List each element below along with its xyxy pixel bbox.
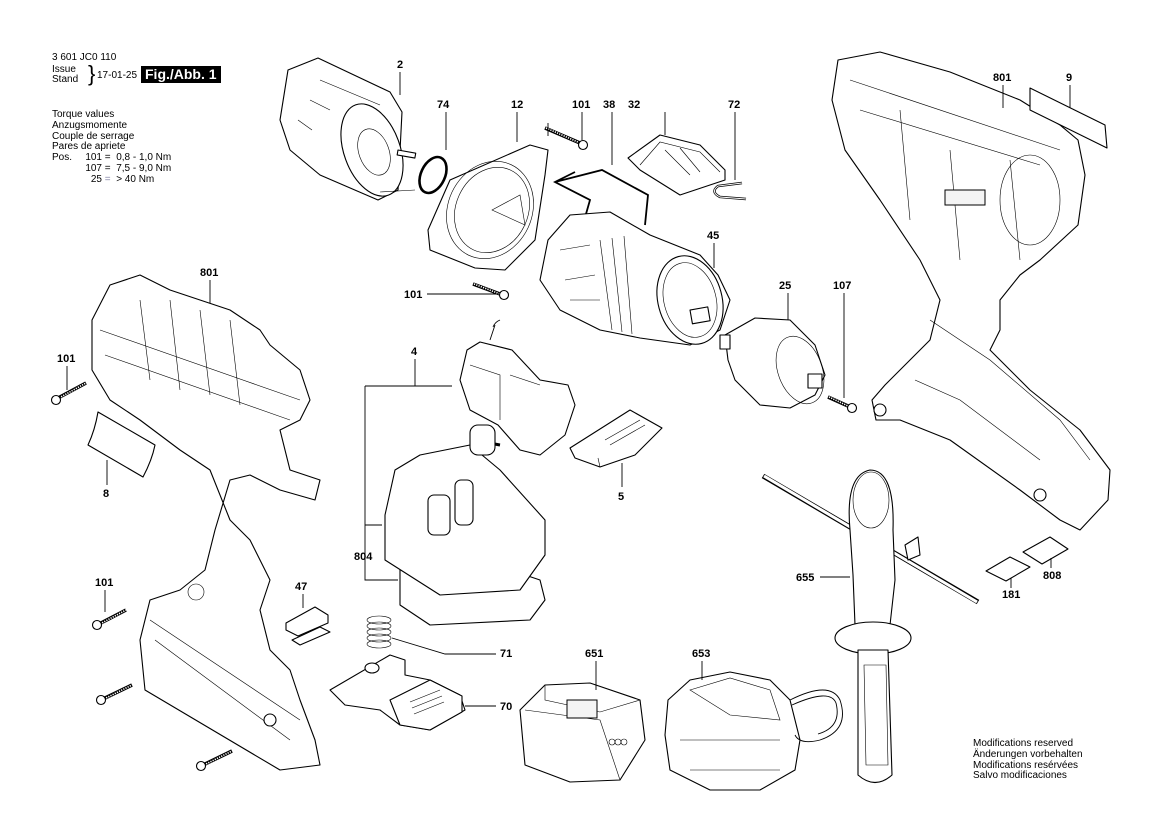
torque-value: 0,8 - 1,0 Nm <box>116 152 172 164</box>
callout-808: 808 <box>1043 570 1061 582</box>
torque-title-en: Torque values <box>52 109 115 120</box>
part-651-battery-pack[interactable] <box>519 682 646 783</box>
part-25-chuck[interactable] <box>719 317 833 410</box>
torque-pos: 101 <box>85 152 102 164</box>
torque-pos: 25 <box>90 173 102 185</box>
callout-107: 107 <box>833 280 851 292</box>
part-45-gearbox[interactable] <box>539 211 733 352</box>
callout-101: 101 <box>404 289 422 301</box>
callout-74: 74 <box>437 99 450 111</box>
issue-date: 17-01-25 <box>97 70 138 81</box>
callout-2: 2 <box>397 59 403 71</box>
bracket-line <box>364 385 452 581</box>
issue-label-de: Stand <box>52 74 79 85</box>
part-70-battery-latch[interactable] <box>329 654 466 731</box>
part-2-motor[interactable] <box>279 57 417 205</box>
callout-9: 9 <box>1066 72 1072 84</box>
torque-sep: = <box>104 152 111 164</box>
issue-label-en: Issue <box>52 64 76 75</box>
issue-label: Issue Stand <box>52 65 90 85</box>
part-72-retaining-clip[interactable] <box>713 181 747 201</box>
part-181-label[interactable] <box>985 556 1031 582</box>
part-804-electronics[interactable] <box>384 424 546 626</box>
callout-101: 101 <box>572 99 590 111</box>
torque-value: 7,5 - 9,0 Nm <box>116 162 172 174</box>
part-653-charger[interactable] <box>664 671 843 791</box>
callout-45: 45 <box>707 230 719 242</box>
modifications-notice: Modifications reserved Änderungen vorbeh… <box>973 738 1083 782</box>
modifications-fr: Modifications resérvées <box>973 759 1079 771</box>
torque-title-fr: Couple de serrage <box>52 130 135 142</box>
part-47-pad[interactable] <box>285 606 331 646</box>
callout-32: 32 <box>628 99 640 111</box>
torque-values-block: Torque values Anzugsmomente Couple de se… <box>52 109 172 186</box>
part-32-slide-switch[interactable] <box>627 134 726 196</box>
callout-25: 25 <box>779 280 791 292</box>
part-101-screw-left-upper[interactable] <box>50 381 87 406</box>
part-801-housing-right[interactable] <box>831 51 1111 531</box>
part-101-screw-top[interactable] <box>544 123 589 151</box>
callout-101: 101 <box>95 577 113 589</box>
callout-801: 801 <box>993 72 1011 84</box>
callout-5: 5 <box>618 491 624 503</box>
callout-804: 804 <box>354 551 373 563</box>
torque-row: Pos. 101 = 0,8 - 1,0 Nm <box>52 152 172 164</box>
issue-brace: } <box>88 61 96 86</box>
torque-sep: = <box>104 162 111 174</box>
callout-801: 801 <box>200 267 218 279</box>
callout-655: 655 <box>796 572 814 584</box>
part-9-label[interactable] <box>1029 87 1108 149</box>
callout-47: 47 <box>295 581 307 593</box>
torque-row: 107 = 7,5 - 9,0 Nm <box>52 162 172 175</box>
part-101-screw-mid[interactable] <box>472 282 510 301</box>
callout-101: 101 <box>57 353 75 365</box>
part-107-chuck-screw[interactable] <box>827 395 858 414</box>
part-801-housing-left[interactable] <box>91 274 321 771</box>
torque-prefix: Pos. <box>52 152 73 164</box>
callout-4: 4 <box>411 346 418 358</box>
callout-38: 38 <box>603 99 615 111</box>
callout-71: 71 <box>500 648 512 660</box>
torque-title-es: Pares de apriete <box>52 141 126 153</box>
callout-651: 651 <box>585 648 603 660</box>
torque-title-de: Anzugsmomente <box>52 119 128 131</box>
part-4-switch[interactable] <box>459 319 576 456</box>
callout-181: 181 <box>1002 589 1020 601</box>
callout-70: 70 <box>500 701 512 713</box>
part-74-o-ring[interactable] <box>414 153 452 198</box>
leader-line <box>391 637 496 655</box>
part-8-nameplate[interactable] <box>87 411 156 478</box>
part-5-rotation-selector[interactable] <box>569 409 663 468</box>
callout-653: 653 <box>692 648 710 660</box>
torque-row: 25 = > 40 Nm <box>52 173 171 186</box>
torque-sep: = <box>104 173 111 185</box>
part-655-auxiliary-handle[interactable] <box>761 469 980 784</box>
document-number: 3 601 JC0 110 <box>52 52 117 63</box>
part-808-label[interactable] <box>1022 536 1069 565</box>
part-101-screw-left-lower[interactable] <box>91 608 233 772</box>
modifications-en: Modifications reserved <box>973 738 1074 749</box>
callout-8: 8 <box>103 488 109 500</box>
modifications-es: Salvo modificaciones <box>973 770 1067 782</box>
torque-pos: 107 <box>85 162 102 174</box>
torque-value: > 40 Nm <box>116 173 155 185</box>
callout-12: 12 <box>511 99 523 111</box>
modifications-de: Änderungen vorbehalten <box>973 748 1083 760</box>
figure-label: Fig./Abb. 1 <box>141 66 221 83</box>
part-12-motor-mount[interactable] <box>427 144 549 273</box>
part-71-spring[interactable] <box>366 615 392 649</box>
callout-72: 72 <box>728 99 740 111</box>
